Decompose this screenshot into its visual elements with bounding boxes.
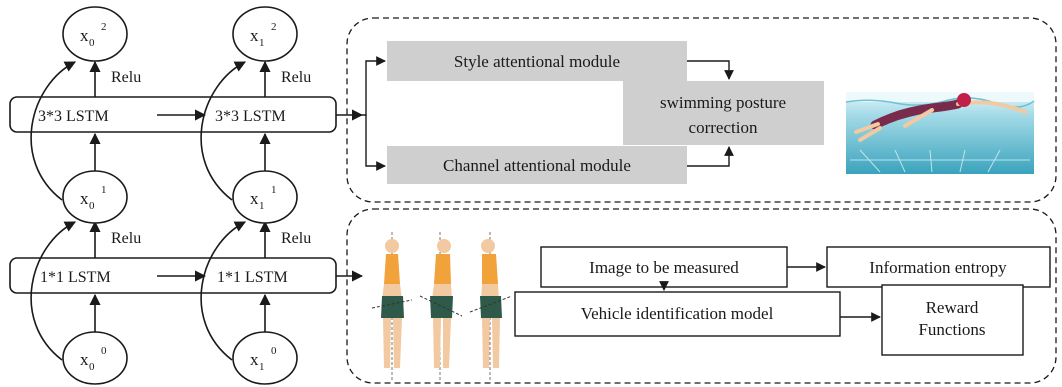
svg-text:x: x — [250, 350, 259, 369]
svg-text:1: 1 — [101, 184, 107, 196]
channel-module-box — [387, 146, 687, 184]
svg-text:1: 1 — [259, 361, 265, 373]
swimmer-image — [845, 92, 1035, 174]
svg-text:2: 2 — [271, 21, 277, 33]
node-label-x0-0: x 0 0 — [80, 345, 107, 373]
node-x0-1 — [62, 170, 128, 224]
relu-label-bottom-left: Relu — [111, 230, 141, 247]
relu-label-bottom-right: Relu — [281, 230, 311, 247]
correction-label-line1: swimming posture — [660, 93, 786, 112]
information-entropy-label: Information entropy — [869, 258, 1007, 277]
svg-text:x: x — [250, 189, 259, 208]
reward-functions-box — [881, 284, 1024, 356]
node-label-x0-1: x 0 1 — [80, 184, 107, 212]
svg-text:0: 0 — [101, 345, 107, 357]
top-dashed-panel — [346, 17, 1057, 203]
node-x1-2 — [232, 6, 298, 62]
lstm-bottom-left-label: 1*1 LSTM — [40, 269, 111, 286]
information-entropy-box — [826, 246, 1051, 288]
posture-figures-image — [371, 232, 513, 380]
reward-functions-label-line1: Reward — [926, 298, 979, 317]
image-to-measure-box — [540, 246, 788, 288]
reward-functions-label-line2: Functions — [918, 320, 985, 339]
svg-text:1: 1 — [259, 200, 265, 212]
correction-box — [623, 81, 824, 145]
node-x0-2 — [62, 6, 128, 62]
node-x1-1 — [232, 170, 298, 224]
svg-text:x: x — [80, 350, 89, 369]
svg-text:1: 1 — [259, 37, 265, 49]
lstm-top-right-label: 3*3 LSTM — [215, 108, 286, 125]
vehicle-model-label: Vehicle identification model — [581, 304, 774, 323]
svg-text:0: 0 — [271, 345, 277, 357]
node-x0-0 — [62, 331, 128, 385]
lstm-top-left-label: 3*3 LSTM — [38, 108, 109, 125]
node-label-x1-2: x 1 2 — [250, 21, 277, 49]
svg-text:0: 0 — [89, 361, 95, 373]
svg-text:0: 0 — [89, 200, 95, 212]
style-module-box — [387, 41, 687, 81]
vehicle-model-box — [514, 291, 841, 337]
node-label-x1-1: x 1 1 — [250, 184, 277, 212]
svg-text:0: 0 — [89, 37, 95, 49]
correction-label-line2: correction — [689, 118, 758, 137]
svg-text:x: x — [80, 189, 89, 208]
svg-text:2: 2 — [101, 21, 107, 33]
node-label-x0-2: x 0 2 — [80, 21, 107, 49]
lstm-network — [9, 6, 364, 385]
relu-label-top-right: Relu — [281, 69, 311, 86]
svg-text:x: x — [250, 26, 259, 45]
lstm-bottom-right-label: 1*1 LSTM — [217, 269, 288, 286]
style-module-label: Style attentional module — [454, 52, 620, 71]
channel-module-label: Channel attentional module — [443, 156, 631, 175]
svg-text:x: x — [80, 26, 89, 45]
svg-text:1: 1 — [271, 184, 277, 196]
node-x1-0 — [232, 331, 298, 385]
image-to-measure-label: Image to be measured — [589, 258, 739, 277]
node-label-x1-0: x 1 0 — [250, 345, 277, 373]
relu-label-top-left: Relu — [111, 69, 141, 86]
